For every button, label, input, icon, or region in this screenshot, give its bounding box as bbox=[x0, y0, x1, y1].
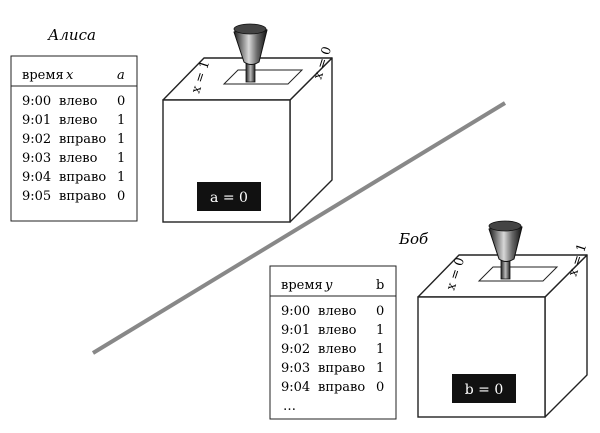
bob-row-time: 9:00 bbox=[281, 304, 310, 319]
bob-name: Боб bbox=[398, 230, 429, 248]
bob-lever-icon[interactable] bbox=[488, 220, 523, 280]
alice-table: время x a 9:00 влево 0 9:01 влево 1 9:02… bbox=[10, 55, 138, 222]
bob-row-time: 9:04 bbox=[281, 380, 310, 395]
alice-row-time: 9:02 bbox=[22, 132, 51, 147]
alice-name: Алиса bbox=[47, 26, 96, 44]
alice-display-text: a = 0 bbox=[210, 190, 248, 206]
bob-table: время y b 9:00 влево 0 9:01 влево 1 9:02… bbox=[269, 265, 397, 420]
alice-row-time: 9:04 bbox=[22, 170, 51, 185]
bob-row-dir: вправо bbox=[318, 380, 365, 395]
alice-row-time: 9:03 bbox=[22, 151, 51, 166]
alice-row-dir: вправо bbox=[59, 189, 106, 204]
alice-row-dir: вправо bbox=[59, 170, 106, 185]
alice-display bbox=[197, 182, 261, 211]
alice-row-val: 1 bbox=[117, 132, 125, 147]
bob-row-val: 1 bbox=[376, 323, 384, 338]
bob-header-out: b bbox=[376, 278, 384, 293]
alice-row-val: 0 bbox=[117, 94, 125, 109]
bob-box: x = 0 x = 1 b = 0 bbox=[417, 220, 589, 418]
alice-row-time: 9:00 bbox=[22, 94, 51, 109]
alice-header-out: a bbox=[117, 68, 125, 83]
bob-row-time: 9:01 bbox=[281, 323, 310, 338]
divider-line bbox=[91, 101, 507, 355]
bob-display bbox=[452, 374, 516, 403]
alice-header-var: x bbox=[66, 68, 74, 83]
alice-box: x = 1 x = 0 a = 0 bbox=[162, 23, 334, 223]
alice-row-dir: влево bbox=[59, 113, 98, 128]
bob-row-dir: влево bbox=[318, 323, 357, 338]
bob-row-dir: влево bbox=[318, 304, 357, 319]
alice-row-val: 1 bbox=[117, 151, 125, 166]
alice-row-dir: вправо bbox=[59, 132, 106, 147]
bob-row-val: 1 bbox=[376, 361, 384, 376]
bob-ellipsis: … bbox=[283, 399, 296, 414]
alice-row-val: 1 bbox=[117, 113, 125, 128]
bob-row-time: 9:03 bbox=[281, 361, 310, 376]
bob-row-val: 0 bbox=[376, 304, 384, 319]
bob-header-var: y bbox=[324, 278, 333, 293]
bob-row-dir: вправо bbox=[318, 361, 365, 376]
bob-display-text: b = 0 bbox=[465, 382, 504, 398]
alice-row-time: 9:05 bbox=[22, 189, 51, 204]
bob-row-val: 1 bbox=[376, 342, 384, 357]
alice-lever-icon[interactable] bbox=[233, 23, 268, 83]
alice-row-dir: влево bbox=[59, 94, 98, 109]
alice-row-val: 1 bbox=[117, 170, 125, 185]
bob-header-time: время bbox=[281, 278, 323, 293]
alice-row-val: 0 bbox=[117, 189, 125, 204]
alice-row-dir: влево bbox=[59, 151, 98, 166]
bob-row-val: 0 bbox=[376, 380, 384, 395]
bob-row-dir: влево bbox=[318, 342, 357, 357]
alice-row-time: 9:01 bbox=[22, 113, 51, 128]
alice-header-time: время bbox=[22, 68, 64, 83]
bob-row-time: 9:02 bbox=[281, 342, 310, 357]
